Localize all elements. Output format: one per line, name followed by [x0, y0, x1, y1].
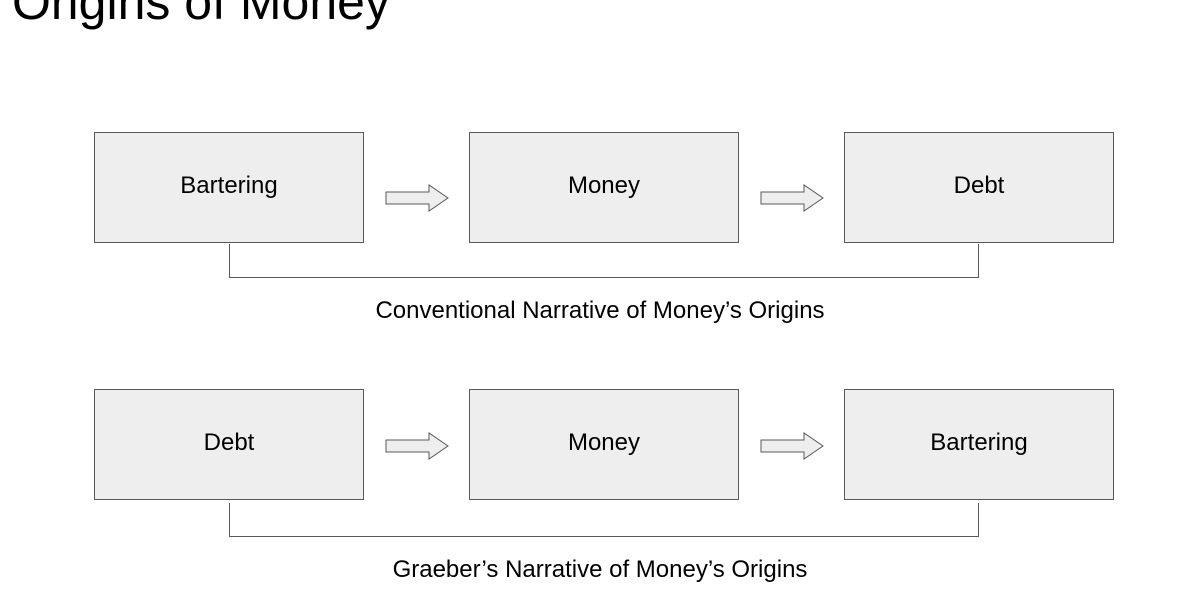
graeber-step-3-box: Bartering: [844, 389, 1114, 500]
conventional-step-3-label: Debt: [953, 171, 1005, 199]
graeber-step-3-label: Bartering: [930, 428, 1028, 456]
graeber-caption: Graeber’s Narrative of Money’s Origins: [392, 556, 808, 583]
graeber-step-1-label: Debt: [203, 428, 255, 456]
conventional-step-2-box: Money: [469, 132, 739, 243]
right-arrow-icon: [760, 184, 824, 212]
graeber-step-2-box: Money: [469, 389, 739, 500]
conventional-step-2-label: Money: [567, 171, 641, 199]
conventional-step-1-label: Bartering: [180, 171, 278, 199]
conventional-bracket: [229, 244, 979, 278]
right-arrow-icon: [385, 432, 449, 460]
page-title: Origins of Money: [12, 0, 390, 30]
conventional-caption: Conventional Narrative of Money’s Origin…: [375, 297, 825, 324]
conventional-step-1-box: Bartering: [94, 132, 364, 243]
graeber-step-1-box: Debt: [94, 389, 364, 500]
graeber-step-2-label: Money: [567, 428, 641, 456]
conventional-step-3-box: Debt: [844, 132, 1114, 243]
right-arrow-icon: [385, 184, 449, 212]
right-arrow-icon: [760, 432, 824, 460]
graeber-bracket: [229, 503, 979, 537]
